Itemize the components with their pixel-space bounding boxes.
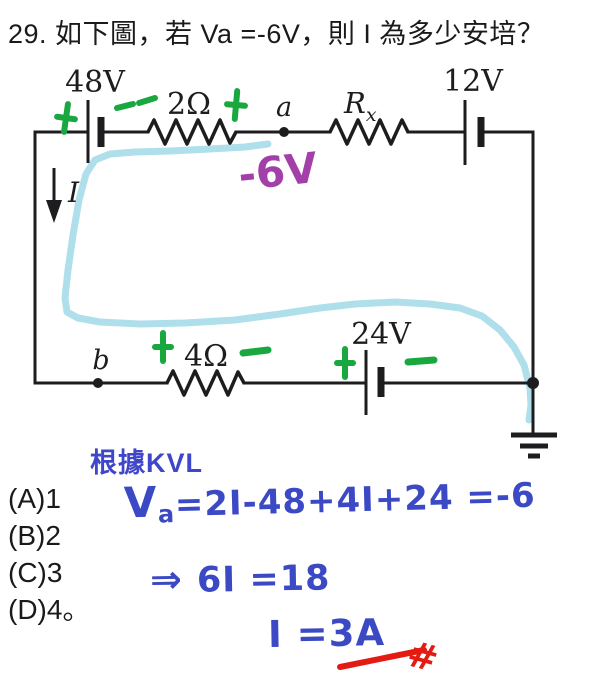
node-a-dot: [279, 127, 289, 137]
option-c: (C)3: [8, 557, 63, 588]
kvl-equation-line1: Va=2I-48+4I+24 =-6: [123, 468, 536, 530]
polarity-plus-48v: [54, 101, 78, 135]
polarity-minus-2ohm-left-2: [136, 95, 158, 106]
eq2-expression: 6I =18: [196, 558, 331, 601]
battery-48v: [86, 100, 105, 163]
red-underline: [337, 647, 427, 670]
label-node-b: b: [92, 345, 109, 376]
label-2ohm: 2Ω: [167, 87, 211, 122]
kvl-heading: 根據KVL: [90, 448, 203, 478]
battery-12v: [463, 100, 485, 165]
polarity-plus-2ohm-right: [224, 88, 248, 122]
battery-24v: [364, 350, 385, 415]
option-a: (A)1: [8, 483, 61, 514]
resistor-4ohm: [165, 369, 246, 397]
label-48v: 48V: [65, 65, 126, 100]
ground-icon: [511, 383, 557, 459]
polarity-marks: [54, 88, 438, 380]
polarity-minus-4ohm-right: [239, 346, 272, 357]
kvl-equation-line3: I =3A: [267, 610, 386, 657]
option-d: (D)4。: [8, 594, 91, 625]
eq1-subscript: a: [157, 500, 176, 529]
eq1-variable: V: [123, 477, 159, 528]
end-of-solution-mark: #: [403, 634, 443, 681]
label-rx: Rx: [343, 86, 377, 126]
polarity-minus-2ohm-left-1: [114, 101, 136, 111]
resistor-rx: [328, 118, 410, 146]
label-node-a: a: [276, 92, 292, 123]
current-arrow-icon: [46, 168, 62, 223]
va-annotation: -6V: [236, 143, 320, 200]
question-title: 29. 如下圖，若 Va =-6V，則 I 為多少安培？: [8, 19, 545, 49]
answer-options: (A)1 (B)2 (C)3 (D)4。: [8, 480, 90, 628]
eq1-expression: =2I-48+4I+24 =-6: [174, 475, 537, 526]
label-24v: 24V: [351, 317, 412, 352]
implies-arrow: ⇒: [149, 557, 184, 602]
circuit-wires: [33, 130, 535, 385]
option-b: (B)2: [8, 520, 61, 551]
polarity-plus-24v-left: [334, 346, 356, 380]
polarity-minus-24v-right: [404, 356, 438, 366]
label-current-i: I: [67, 176, 80, 209]
label-4ohm: 4Ω: [184, 339, 228, 374]
label-rx-sub: x: [366, 104, 377, 126]
node-b-dot: [93, 378, 103, 388]
kvl-loop-highlight: [61, 140, 535, 424]
polarity-plus-4ohm-left: [152, 330, 174, 364]
label-rx-base: R: [343, 86, 366, 120]
label-12v: 12V: [443, 64, 504, 99]
resistor-2ohm: [146, 118, 238, 146]
kvl-equation-line2: ⇒ 6I =18: [149, 554, 331, 602]
